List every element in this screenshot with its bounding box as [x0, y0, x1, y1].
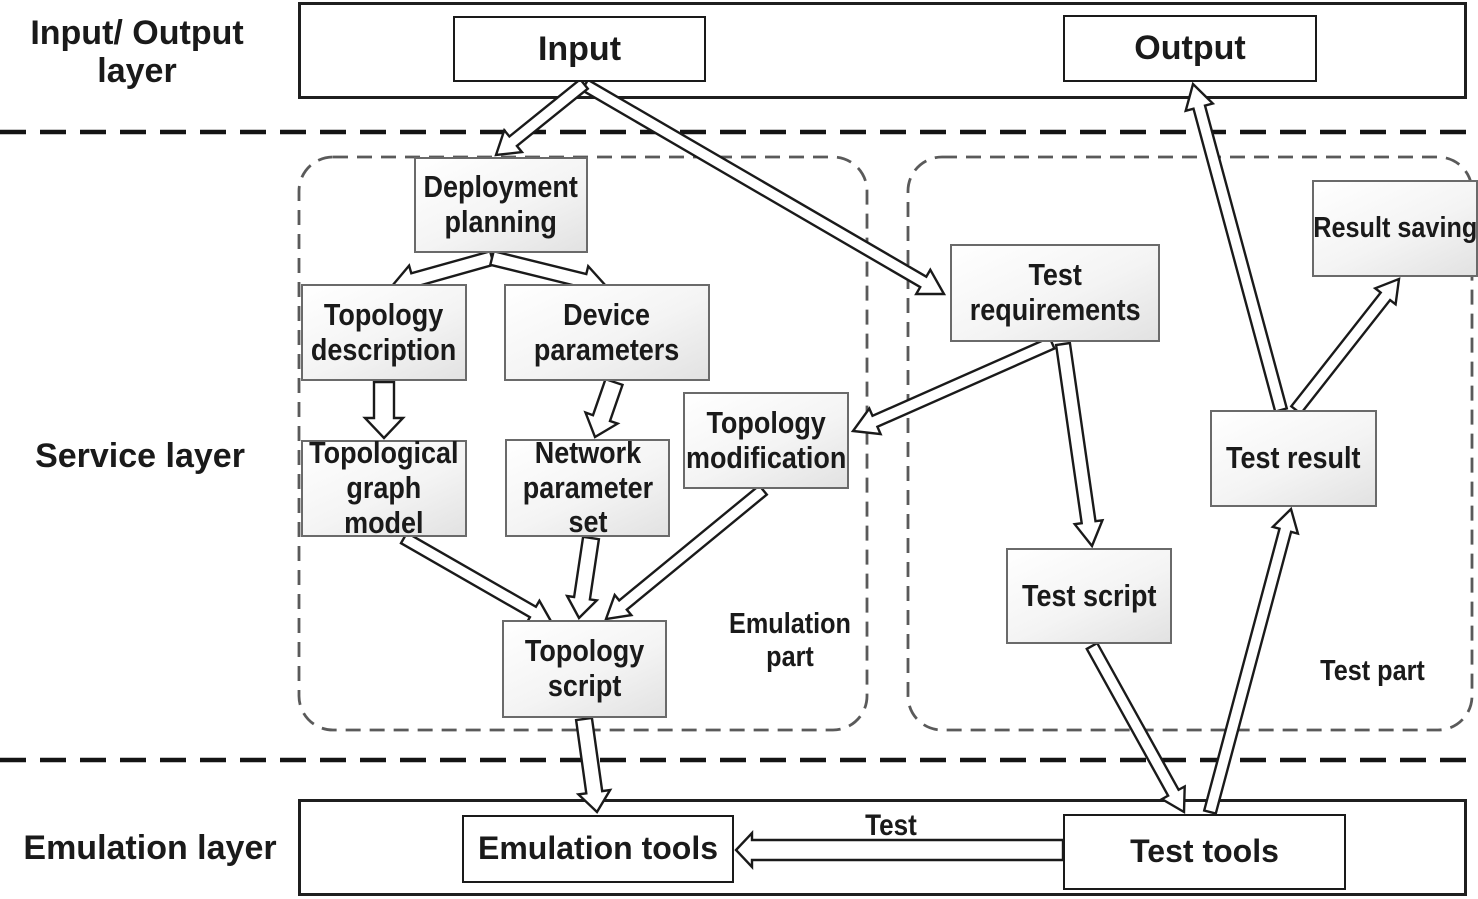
node-test-script-label: Test script — [1021, 577, 1157, 613]
node-deployment-planning-label: Deployment planning — [423, 169, 579, 239]
io-layer-label: Input/ Output layer — [30, 13, 244, 90]
node-topology-modification-label: Topology modification — [685, 404, 847, 475]
node-topology-script-label: Topology script — [524, 633, 645, 703]
node-topology-description: Topology description — [301, 284, 467, 381]
arrow-graph-model-to-topology-script — [399, 531, 555, 625]
node-input: Input — [453, 16, 706, 82]
arrow-requirements-to-test-script — [1054, 341, 1105, 549]
arrow-test-tools-to-test-result — [1202, 506, 1300, 815]
arrow-parameters-to-parameter-set — [583, 377, 625, 439]
node-test-requirements: Test requirements — [950, 244, 1160, 342]
arrow-test-tools-to-emulation-tools — [734, 829, 1065, 871]
arrow-parameter-set-to-topology-script — [564, 535, 601, 620]
node-emulation-tools: Emulation tools — [462, 815, 734, 883]
arrow-description-to-graph-model — [362, 380, 406, 440]
node-output-label: Output — [1134, 29, 1246, 68]
node-test-tools: Test tools — [1063, 814, 1346, 890]
node-test-result-label: Test result — [1226, 440, 1361, 476]
node-output: Output — [1063, 15, 1317, 82]
node-test-result: Test result — [1210, 410, 1377, 507]
node-topological-graph-model: Topological graph model — [301, 436, 467, 540]
node-test-requirements-label: Test requirements — [969, 257, 1141, 327]
node-device-parameters-label: Device parameters — [534, 296, 680, 367]
node-topology-modification: Topology modification — [683, 392, 849, 489]
emulation-part-label: Emulation part — [729, 607, 851, 673]
node-topology-script: Topology script — [502, 620, 667, 718]
service-layer-label: Service layer — [35, 436, 245, 475]
test-part-label: Test part — [1320, 655, 1425, 688]
node-emulation-tools-label: Emulation tools — [478, 830, 718, 867]
node-result-saving-label: Result saving — [1312, 212, 1478, 245]
arrow-test-result-to-result-saving — [1289, 277, 1401, 416]
emulation-layer-label: Emulation layer — [23, 828, 277, 867]
test-part-group-border — [906, 155, 1474, 732]
node-device-parameters: Device parameters — [504, 284, 710, 381]
node-deployment-planning: Deployment planning — [414, 157, 588, 253]
node-input-label: Input — [537, 29, 622, 68]
arrow-input-to-deployment-planning — [494, 77, 590, 157]
node-result-saving: Result saving — [1312, 180, 1478, 277]
node-topological-graph-model-label: Topological graph model — [309, 435, 459, 540]
node-network-parameter-set-label: Network parameter set — [522, 434, 653, 540]
arrow-test-script-to-test-tools — [1085, 641, 1186, 815]
arrow-requirements-to-modification — [850, 335, 1056, 436]
node-test-script: Test script — [1006, 548, 1172, 644]
arrow-modification-to-topology-script — [604, 483, 769, 621]
arrow-topology-script-to-emulation-tools — [574, 716, 613, 814]
test-edge-label: Test — [865, 809, 917, 842]
node-network-parameter-set: Network parameter set — [505, 434, 670, 540]
arrow-input-to-test-requirements — [580, 78, 947, 296]
node-topology-description-label: Topology description — [311, 296, 457, 367]
arrow-test-result-to-output — [1183, 81, 1289, 414]
node-test-tools-label: Test tools — [1130, 833, 1279, 870]
